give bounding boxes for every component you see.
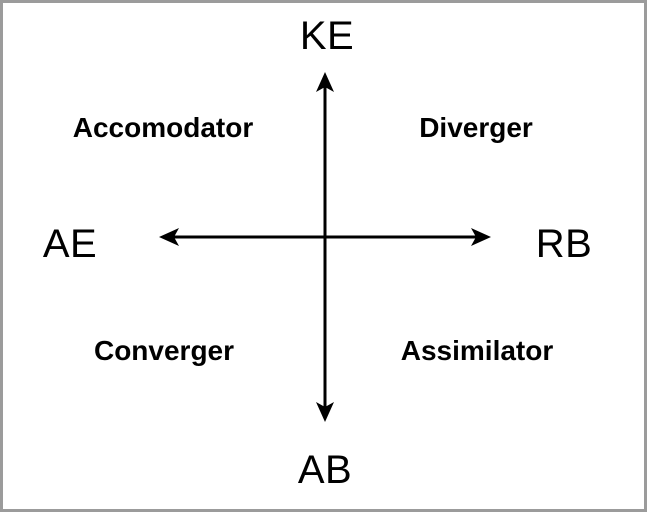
quadrant-label-top-left: Accomodator [72, 112, 254, 143]
axis-label-top-ke: KE [299, 14, 355, 58]
horizontal-axis-arrow [159, 228, 491, 246]
quadrant-label-bottom-left: Converger [93, 335, 235, 366]
axis-label-right-rb: RB [535, 222, 593, 266]
vertical-axis-arrow [316, 72, 334, 422]
axis-label-left-ae: AE [42, 222, 98, 266]
quadrant-label-bottom-right: Assimilator [400, 335, 554, 366]
quadrant-label-top-right: Diverger [419, 112, 533, 143]
axis-label-bottom-ab: AB [297, 448, 353, 492]
axes-arrows-graphic [159, 72, 491, 422]
